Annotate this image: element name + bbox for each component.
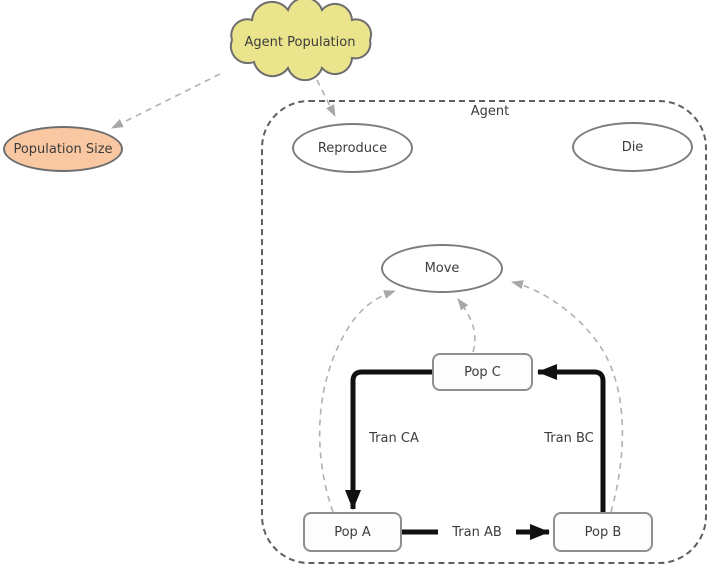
node-pop-a-label: Pop A (334, 524, 371, 540)
agent-frame-label: Agent (470, 104, 510, 119)
edge-pop-c-to-move (457, 298, 476, 353)
node-die-label: Die (621, 139, 644, 155)
node-pop-b[interactable]: Pop B (553, 512, 653, 552)
edge-tran-ca[interactable] (345, 369, 432, 510)
edge-label-tran-ca: Tran CA (369, 431, 419, 446)
edge-tran-bc[interactable] (537, 364, 606, 512)
node-die[interactable]: Die (572, 122, 693, 172)
node-move[interactable]: Move (381, 244, 503, 293)
node-population-size-label: Population Size (13, 141, 113, 157)
edge-cloud-to-population-size (111, 73, 221, 129)
edge-cloud-to-reproduce (316, 79, 336, 117)
edge-pop-a-to-move (318, 290, 396, 513)
node-pop-a[interactable]: Pop A (303, 512, 402, 552)
edge-label-tran-bc: Tran BC (544, 431, 594, 446)
agent-frame (261, 100, 707, 564)
node-move-label: Move (424, 261, 460, 276)
edge-label-tran-ab: Tran AB (438, 524, 516, 541)
node-reproduce-label: Reproduce (317, 140, 388, 156)
node-population-size[interactable]: Population Size (3, 126, 123, 172)
node-pop-c-label: Pop C (464, 364, 501, 380)
agent-population-cloud-shape[interactable] (229, 0, 373, 82)
node-reproduce[interactable]: Reproduce (292, 123, 413, 173)
node-pop-b-label: Pop B (584, 524, 622, 540)
agent-population-cloud-label: Agent Population (244, 35, 356, 50)
node-pop-c[interactable]: Pop C (432, 353, 533, 391)
edge-pop-b-to-move (511, 280, 624, 513)
